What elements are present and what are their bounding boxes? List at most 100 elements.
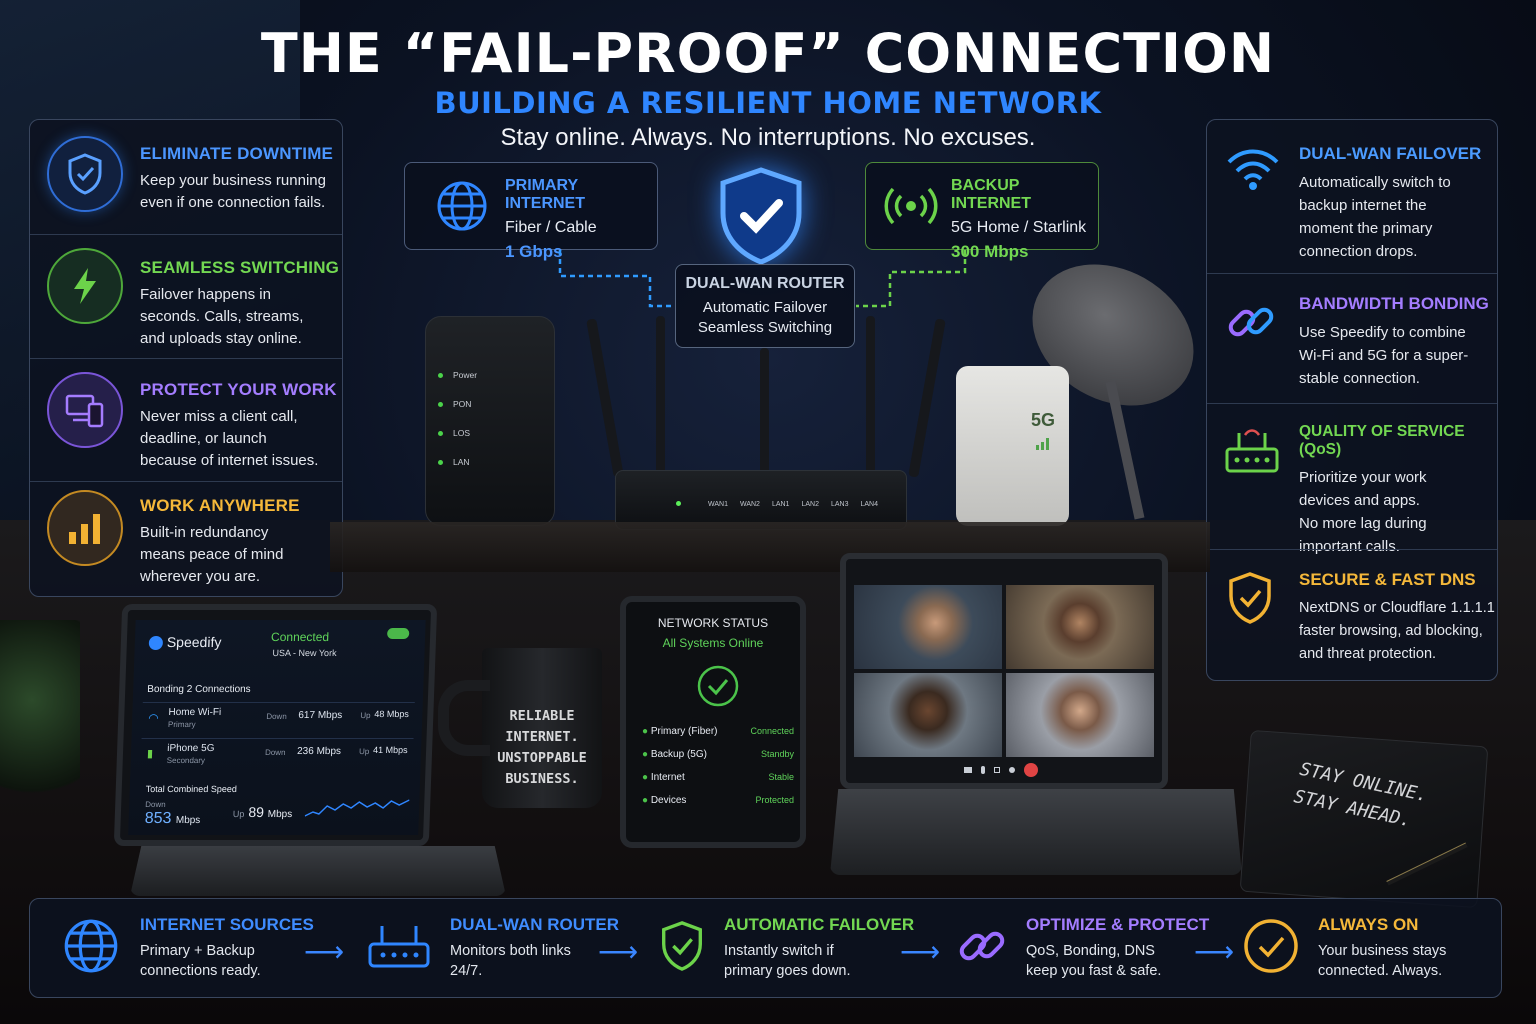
step-title: OPTIMIZE & PROTECT [1026, 915, 1210, 934]
step-desc: connected. Always. [1318, 963, 1443, 979]
backup-internet-type: 5G Home / Starlink [951, 219, 1087, 236]
connection-up: 41 Mbps [372, 745, 408, 755]
status-row-label: Primary (Fiber) [650, 726, 718, 737]
step-desc: keep you fast & safe. [1026, 963, 1162, 979]
primary-internet-title: PRIMARY INTERNET [505, 177, 585, 212]
total-up-unit: Mbps [267, 809, 293, 820]
step-desc: 24/7. [450, 963, 483, 979]
camera-icon[interactable] [964, 767, 972, 773]
signal-bars-icon: ▮ [146, 748, 154, 760]
total-down-label: Down [145, 800, 166, 809]
background-plant [0, 620, 80, 820]
feature-desc: seconds. Calls, streams, [140, 308, 304, 325]
feature-title: SEAMLESS SWITCHING [140, 258, 340, 277]
router-port-label: LAN2 [801, 501, 819, 508]
divider [30, 358, 342, 359]
feature-desc: and uploads stay online. [140, 330, 302, 347]
mic-icon[interactable] [981, 766, 985, 774]
signal-tower-icon [884, 181, 938, 236]
total-up-label: Up [232, 809, 245, 819]
speedify-toggle[interactable] [387, 628, 410, 639]
connector-lines [558, 250, 967, 308]
right-features-panel: DUAL-WAN FAILOVER Automatically switch t… [1206, 119, 1498, 681]
lightning-icon [47, 248, 123, 324]
shield-check-icon [656, 917, 708, 980]
connection-up-label: Up [358, 747, 370, 756]
fiveg-modem: 5G [956, 366, 1069, 526]
feature-desc: Automatically switch to [1299, 174, 1451, 191]
feature-desc: Prioritize your work [1299, 469, 1427, 486]
arrow-right-icon: ⟶ [598, 936, 639, 967]
video-tile [854, 673, 1002, 757]
feature-desc: deadline, or launch [140, 430, 267, 447]
arrow-right-icon: ⟶ [304, 936, 345, 967]
feature-bonding: BANDWIDTH BONDING Use Speedify to combin… [1207, 294, 1497, 390]
status-row-value: Standby [760, 749, 794, 759]
feature-desc: devices and apps. [1299, 492, 1420, 509]
divider [30, 481, 342, 482]
laptop-speedify: Speedify Connected USA - New York Bondin… [113, 604, 438, 846]
step-desc: Instantly switch if [724, 943, 834, 959]
feature-title: WORK ANYWHERE [140, 496, 300, 515]
router-antenna [586, 318, 624, 478]
pen [1386, 842, 1468, 886]
devices-icon [47, 372, 123, 448]
tablet-network-status: NETWORK STATUS All Systems Online ● Prim… [620, 596, 806, 848]
feature-title: BANDWIDTH BONDING [1299, 294, 1489, 313]
mug-text: UNSTOPPABLE [497, 750, 587, 766]
router-port-label: LAN4 [860, 501, 878, 508]
step-desc: QoS, Bonding, DNS [1026, 943, 1155, 959]
router-box-line: Automatic Failover [702, 299, 828, 316]
total-down-number: 853 [144, 810, 172, 827]
connection-role: Secondary [166, 756, 206, 765]
status-row-value: Stable [768, 772, 794, 782]
divider [1207, 549, 1497, 550]
feature-desc: even if one connection fails. [140, 194, 326, 211]
feature-desc: connection drops. [1299, 243, 1418, 260]
feature-desc: and threat protection. [1299, 646, 1437, 662]
router-icon [366, 918, 432, 979]
feature-protect-work: PROTECT YOUR WORK Never miss a client ca… [30, 372, 342, 472]
laptop-video-call [840, 553, 1168, 789]
video-tile [1006, 585, 1154, 669]
participants-icon[interactable] [1009, 767, 1015, 773]
step-desc: Monitors both links [450, 943, 571, 959]
status-row-value: Connected [750, 726, 794, 736]
speed-graph [304, 799, 410, 817]
backup-internet-box: BACKUP INTERNET 5G Home / Starlink 300 M… [865, 162, 1099, 261]
end-call-icon[interactable] [1024, 763, 1038, 777]
connection-down: 617 Mbps [298, 710, 343, 721]
call-controls [964, 763, 1038, 777]
mug-text: RELIABLE [509, 708, 575, 724]
primary-internet-speed: 1 Gbps [505, 242, 563, 261]
feature-dns: SECURE & FAST DNS NextDNS or Cloudflare … [1207, 570, 1497, 666]
modem-led-label: PON [453, 399, 472, 409]
feature-dual-wan: DUAL-WAN FAILOVER Automatically switch t… [1207, 144, 1497, 263]
feature-title: DUAL-WAN FAILOVER [1299, 144, 1482, 163]
fiveg-label: 5G [1031, 410, 1056, 430]
coffee-mug: RELIABLE INTERNET. UNSTOPPABLE BUSINESS. [482, 648, 602, 808]
feature-desc: Keep your business running [140, 172, 326, 189]
step-title: DUAL-WAN ROUTER [450, 915, 620, 934]
share-icon[interactable] [994, 767, 1000, 773]
link-icon [954, 918, 1010, 979]
router-antenna [908, 318, 946, 478]
total-up-number: 89 [248, 804, 265, 820]
feature-desc: because of internet issues. [140, 452, 319, 469]
wifi-icon [1223, 144, 1283, 197]
router-antenna [866, 316, 875, 476]
connection-down-label: Down [266, 712, 287, 721]
check-circle-icon [1242, 917, 1300, 980]
feature-desc: means peace of mind [140, 546, 284, 563]
video-tile [1006, 673, 1154, 757]
feature-desc: moment the primary [1299, 220, 1433, 237]
bar-chart-icon [47, 490, 123, 566]
step-desc: Your business stays [1318, 943, 1447, 959]
connection-down-label: Down [264, 748, 286, 757]
total-speed-label: Total Combined Speed [145, 784, 238, 794]
router-port-label: LAN1 [771, 501, 790, 508]
modem-led-label: LAN [453, 457, 470, 467]
connection-up: 48 Mbps [374, 709, 410, 719]
feature-desc: backup internet the [1299, 197, 1427, 214]
